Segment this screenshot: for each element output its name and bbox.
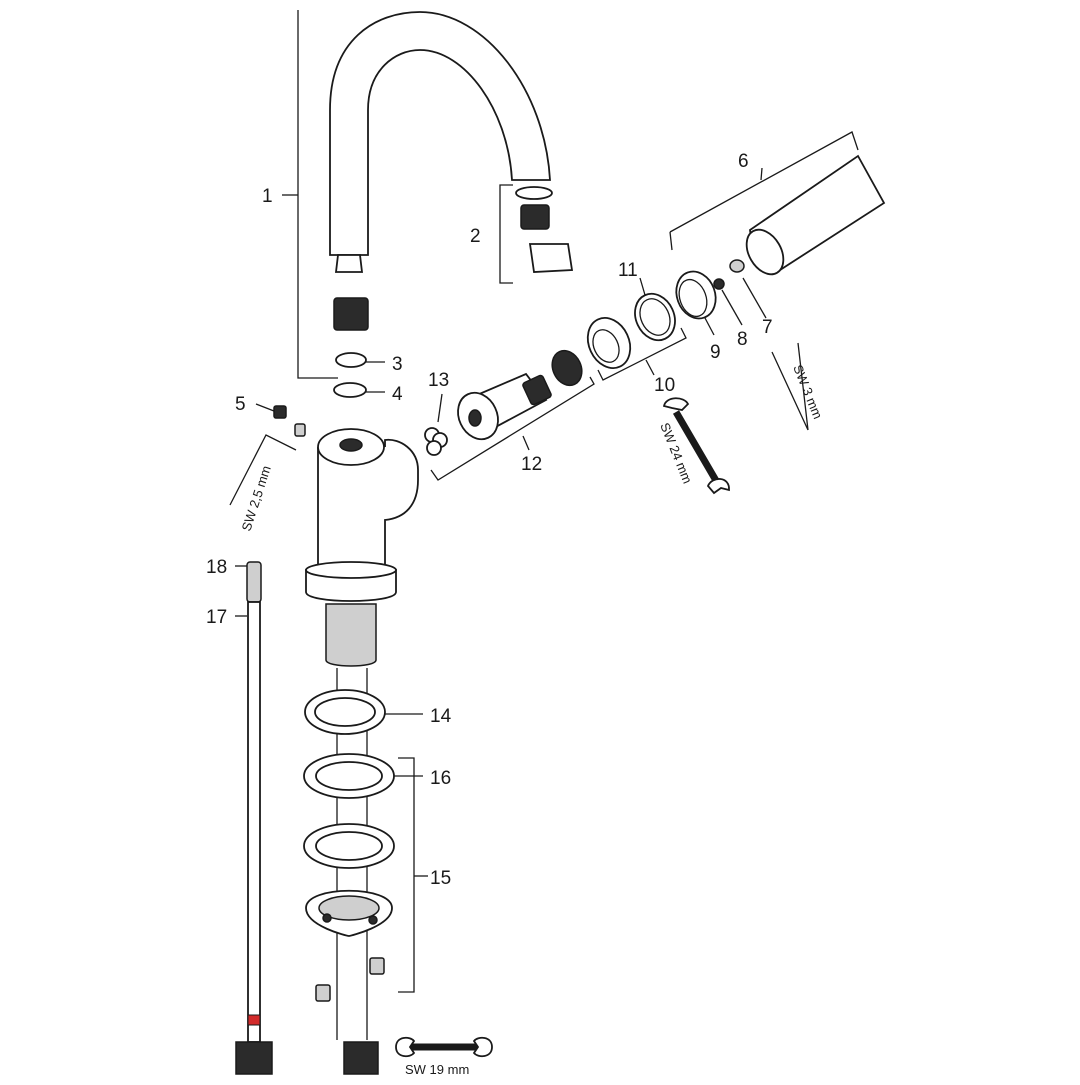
wrench-icon [662,397,730,495]
supply-hose-fitting [343,1041,379,1075]
part-label-8: 8 [737,329,748,350]
part-label-7: 7 [762,317,773,338]
washer-14 [304,689,386,735]
supply-hose-17 [235,561,273,1075]
spout-connector [333,297,369,331]
washer-15 [303,823,395,869]
cartridge-12 [457,372,552,441]
hex-key-icon [229,434,297,506]
mounting-plate-15 [305,889,393,937]
tool-label-sw-2-5: SW 2,5 mm [239,464,274,533]
o-ring-3 [335,352,367,368]
part-label-2: 2 [470,226,481,247]
washer-16 [303,753,395,799]
grub-screw-7 [729,259,745,273]
lever-handle [745,154,886,276]
part-label-17: 17 [206,607,227,628]
part-label-6: 6 [738,151,749,172]
cover-cap-9 [675,270,717,320]
ring-11 [634,292,676,342]
part-label-15: 15 [430,868,451,889]
part-label-9: 9 [710,342,721,363]
hex-key-icon [771,342,809,431]
part-label-4: 4 [392,384,403,405]
tool-label-sw-3: SW 3 mm [790,363,825,422]
grub-screw-5 [273,405,306,437]
seal-set-13 [424,427,448,456]
part-label-18: 18 [206,557,227,578]
part-label-13: 13 [428,370,449,391]
cartridge-nut-10 [586,317,632,369]
mixer-body [305,428,419,1040]
wrench-icon [395,1036,493,1058]
aerator-assembly [515,186,574,273]
spout [329,11,551,273]
part-label-1: 1 [262,186,273,207]
mounting-bolt [315,957,385,1002]
tool-label-sw-19: SW 19 mm [405,1062,469,1077]
o-ring-4 [333,382,367,398]
ball-8 [713,278,725,290]
spindle-cap [551,349,583,387]
part-label-11: 11 [618,260,638,281]
part-label-12: 12 [521,454,542,475]
part-label-14: 14 [430,706,452,727]
part-label-10: 10 [654,375,675,396]
part-label-16: 16 [430,768,451,789]
part-label-3: 3 [392,354,403,375]
part-label-5: 5 [235,394,246,415]
